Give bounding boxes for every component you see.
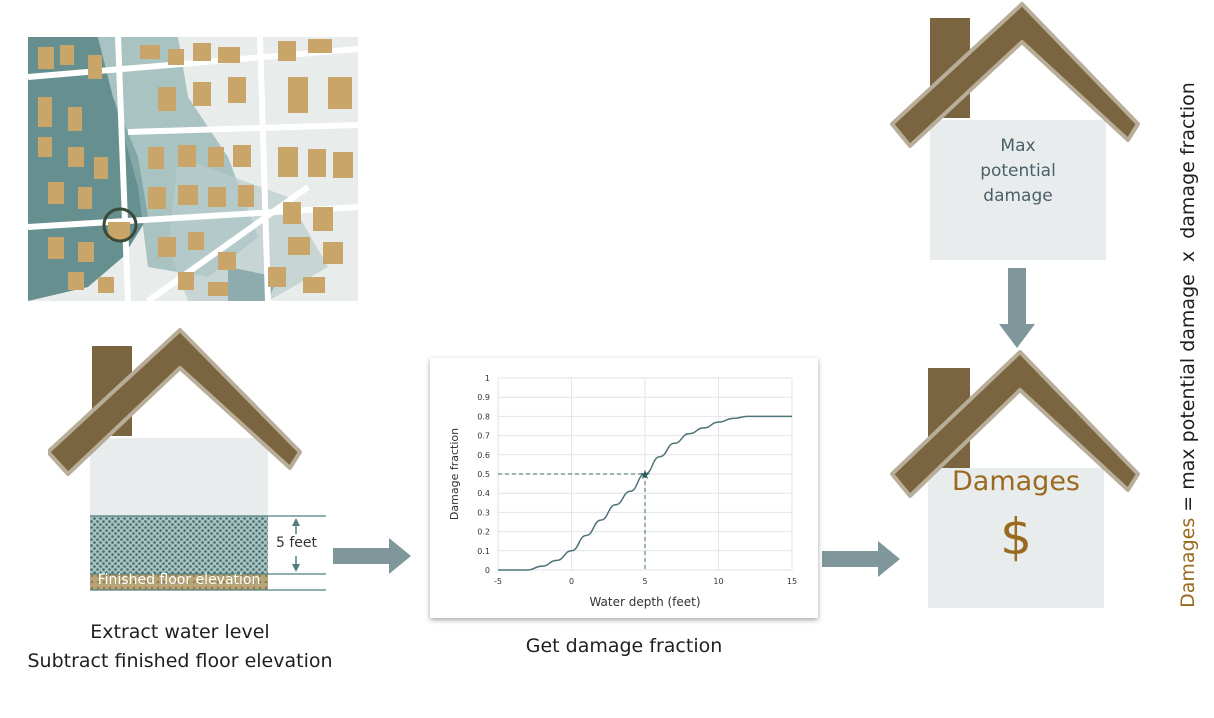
max-damage-line3: damage xyxy=(983,186,1053,206)
step1-caption: Extract water level Subtract finished fl… xyxy=(20,618,340,676)
x-tick-label: 10 xyxy=(713,577,723,586)
roof xyxy=(48,328,302,476)
dollar-symbol: $ xyxy=(1000,508,1032,566)
x-tick-label: 5 xyxy=(642,577,647,586)
arrow-right-1 xyxy=(333,538,411,574)
y-tick-label: 0.9 xyxy=(477,393,490,402)
formula-lhs: Damages xyxy=(1177,517,1199,608)
x-tick-label: 0 xyxy=(569,577,574,586)
step1-caption-line2: Subtract finished floor elevation xyxy=(27,650,333,672)
y-tick-label: 0.5 xyxy=(477,470,490,479)
arrow-right-2 xyxy=(822,541,900,577)
house-water-depth xyxy=(48,328,326,591)
floor-slab xyxy=(90,574,268,590)
y-tick-label: 0.7 xyxy=(477,432,490,441)
x-tick-label: -5 xyxy=(494,577,502,586)
formula-rhs: = max potential damage x damage fraction xyxy=(1177,82,1199,518)
y-tick-label: 0.4 xyxy=(477,489,490,498)
floor-elevation-label: Finished floor elevation xyxy=(97,572,261,588)
max-damage-label: Max potential damage xyxy=(930,134,1106,209)
arrow-down xyxy=(999,268,1035,348)
y-tick-label: 0.3 xyxy=(477,508,490,517)
max-damage-line1: Max xyxy=(1000,136,1036,156)
y-tick-label: 1 xyxy=(485,374,490,383)
y-tick-label: 0.2 xyxy=(477,528,490,537)
damage-formula: Damages = max potential damage x damage … xyxy=(1168,82,1208,608)
depth-label: 5 feet xyxy=(276,535,318,551)
x-tick-label: 15 xyxy=(787,577,797,586)
roof xyxy=(890,350,1140,498)
house-max-damage xyxy=(890,2,1140,260)
damages-title: Damages xyxy=(952,466,1080,497)
flood-map xyxy=(28,37,358,301)
highlight-star-marker: ★ xyxy=(639,468,651,483)
y-axis-label: Damage fraction xyxy=(448,428,461,520)
y-tick-label: 0.6 xyxy=(477,451,490,460)
step2-caption: Get damage fraction xyxy=(525,635,723,657)
chart-ticks: 0 0.1 0.2 0.3 0.4 0.5 0.6 0.7 0.8 0.9 1 -5 0 5 10 15 xyxy=(477,374,797,586)
house-damages xyxy=(890,350,1140,608)
x-axis-label: Water depth (feet) xyxy=(589,595,700,609)
y-tick-label: 0 xyxy=(485,566,490,575)
flood-water xyxy=(90,516,268,574)
step1-caption-line1: Extract water level xyxy=(90,621,270,643)
y-tick-label: 0.8 xyxy=(477,412,490,421)
y-tick-label: 0.1 xyxy=(477,547,490,556)
max-damage-line2: potential xyxy=(980,161,1056,181)
roof xyxy=(890,2,1140,148)
